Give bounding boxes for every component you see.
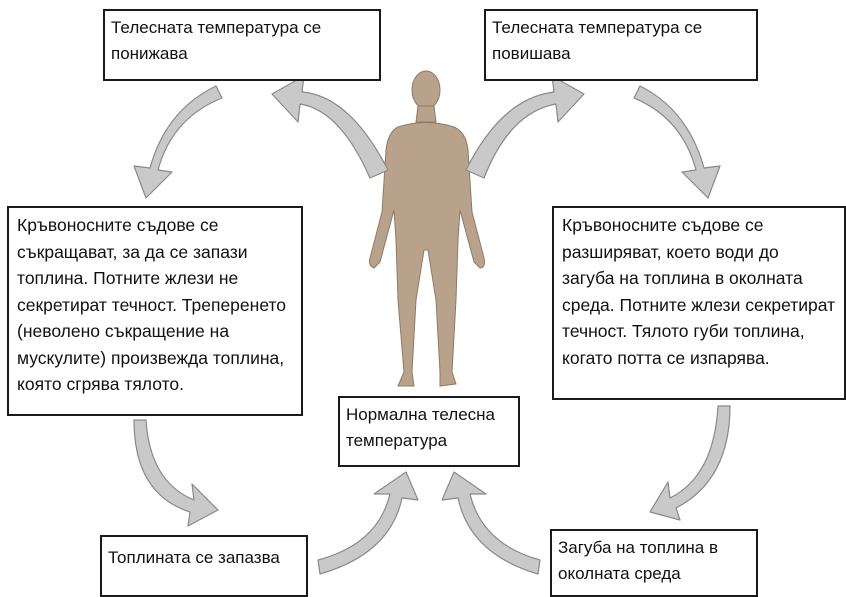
heat-response-text: Кръвоносните съдове се разширяват, което… [562,215,836,368]
arrow-from-heat-lost [441,471,541,575]
arrow-to-heat-retained [133,419,219,527]
temp-rises-box: Телесната температура се повишава [484,9,758,81]
arrows [133,75,731,575]
heat-lost-text: Загуба на топлина в околната среда [558,538,718,583]
arrow-from-heat-retained [317,471,419,575]
cold-response-text: Кръвоносните съдове се съкращават, за да… [17,215,287,394]
arrow-to-temp-drops [271,75,389,179]
heat-response-box: Кръвоносните съдове се разширяват, което… [552,206,846,400]
arrow-to-cold-response [133,85,223,199]
heat-lost-box: Загуба на топлина в околната среда [550,529,758,597]
temp-drops-text: Телесната температура се понижава [111,18,322,63]
human-figure [369,70,485,387]
normal-temp-text: Нормална телесна температура [346,405,496,450]
arrow-to-heat-response [633,85,721,199]
temp-drops-box: Телесната температура се понижава [103,9,381,81]
heat-retained-box: Топлината се запазва [100,535,308,597]
heat-retained-text: Топлината се запазва [108,548,280,567]
arrow-to-heat-lost [649,405,731,521]
temp-rises-text: Телесната температура се повишава [492,18,703,63]
cold-response-box: Кръвоносните съдове се съкращават, за да… [7,206,303,416]
normal-temp-box: Нормална телесна температура [338,396,520,467]
arrow-to-temp-rises [465,75,585,179]
